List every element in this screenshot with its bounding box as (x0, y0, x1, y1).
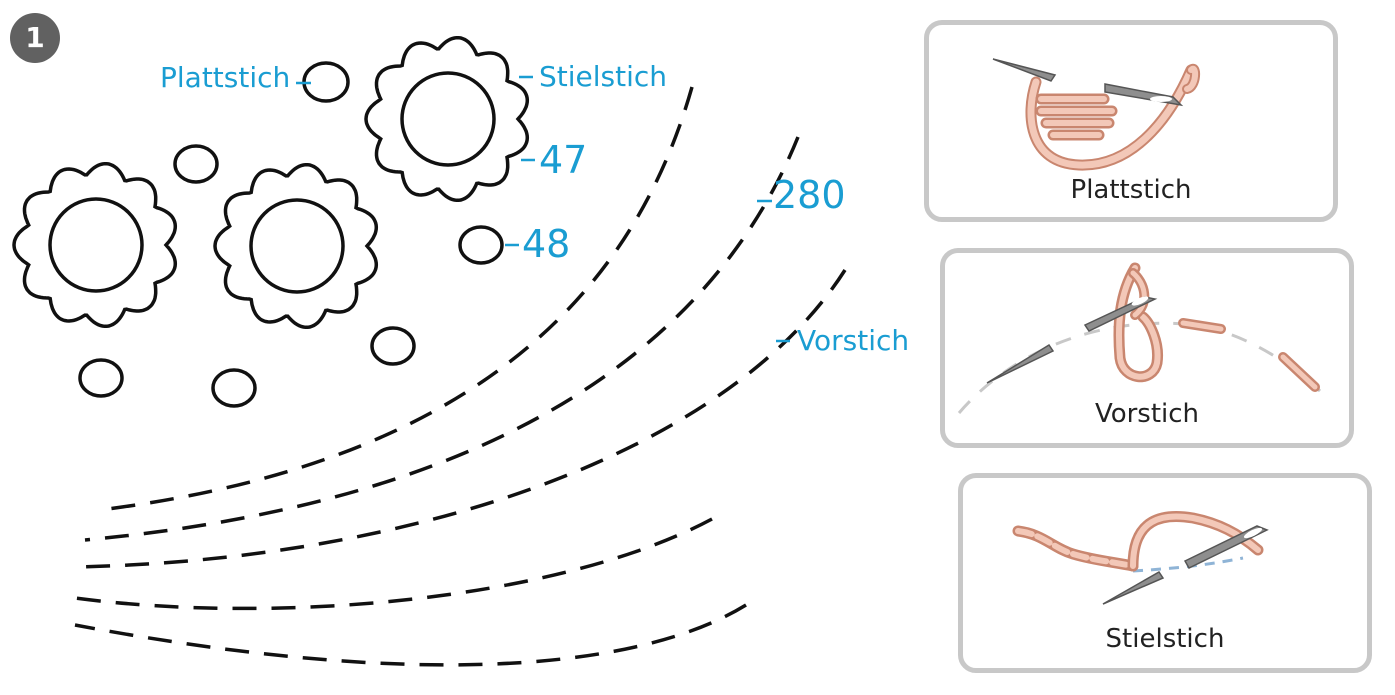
flower-outline (12, 161, 178, 329)
step-number-badge: 1 (10, 13, 60, 63)
card-title-stielstich: Stielstich (1105, 624, 1225, 654)
dot (211, 368, 257, 408)
needle-icon (1083, 296, 1158, 332)
flower-top (364, 35, 530, 203)
needle-icon (1102, 571, 1165, 605)
label-vorstich: Vorstich (797, 324, 910, 357)
label-stielstich: Stielstich (539, 60, 668, 93)
dot (458, 225, 504, 265)
stitch-card-stielstich: Stielstich (958, 473, 1372, 673)
flower-center (400, 71, 496, 167)
label-plattstich: Plattstich (160, 61, 291, 94)
dot (78, 358, 124, 398)
dashed-line-2 (84, 136, 800, 542)
label-48: 48 (522, 222, 571, 266)
stielstich-illustration (1012, 510, 1269, 605)
stitch-card-plattstich: Plattstich (924, 20, 1338, 222)
flower-outline (364, 35, 530, 203)
label-47: 47 (539, 138, 588, 182)
needle-icon (1104, 83, 1184, 107)
dashed-line-1 (99, 86, 694, 512)
flower-center (249, 198, 345, 294)
dot (370, 326, 416, 366)
pattern-drawing (12, 35, 847, 667)
dot (173, 144, 219, 184)
flower-outline (213, 162, 379, 330)
card-title-plattstich: Plattstich (1070, 175, 1192, 205)
needle-icon (992, 58, 1057, 82)
flower-left (12, 161, 178, 329)
card-title-vorstich: Vorstich (1094, 399, 1200, 429)
label-280: 280 (773, 173, 846, 217)
dashed-line-5 (74, 603, 747, 667)
flower-middle (213, 162, 379, 330)
plattstich-illustration (992, 58, 1201, 171)
vorstich-illustration (957, 262, 1322, 414)
stitch-card-vorstich: Vorstich (940, 248, 1354, 448)
dashed-line-3 (74, 269, 847, 569)
needle-icon (986, 343, 1055, 384)
dashed-line-4 (74, 517, 713, 611)
flower-center (48, 197, 144, 293)
